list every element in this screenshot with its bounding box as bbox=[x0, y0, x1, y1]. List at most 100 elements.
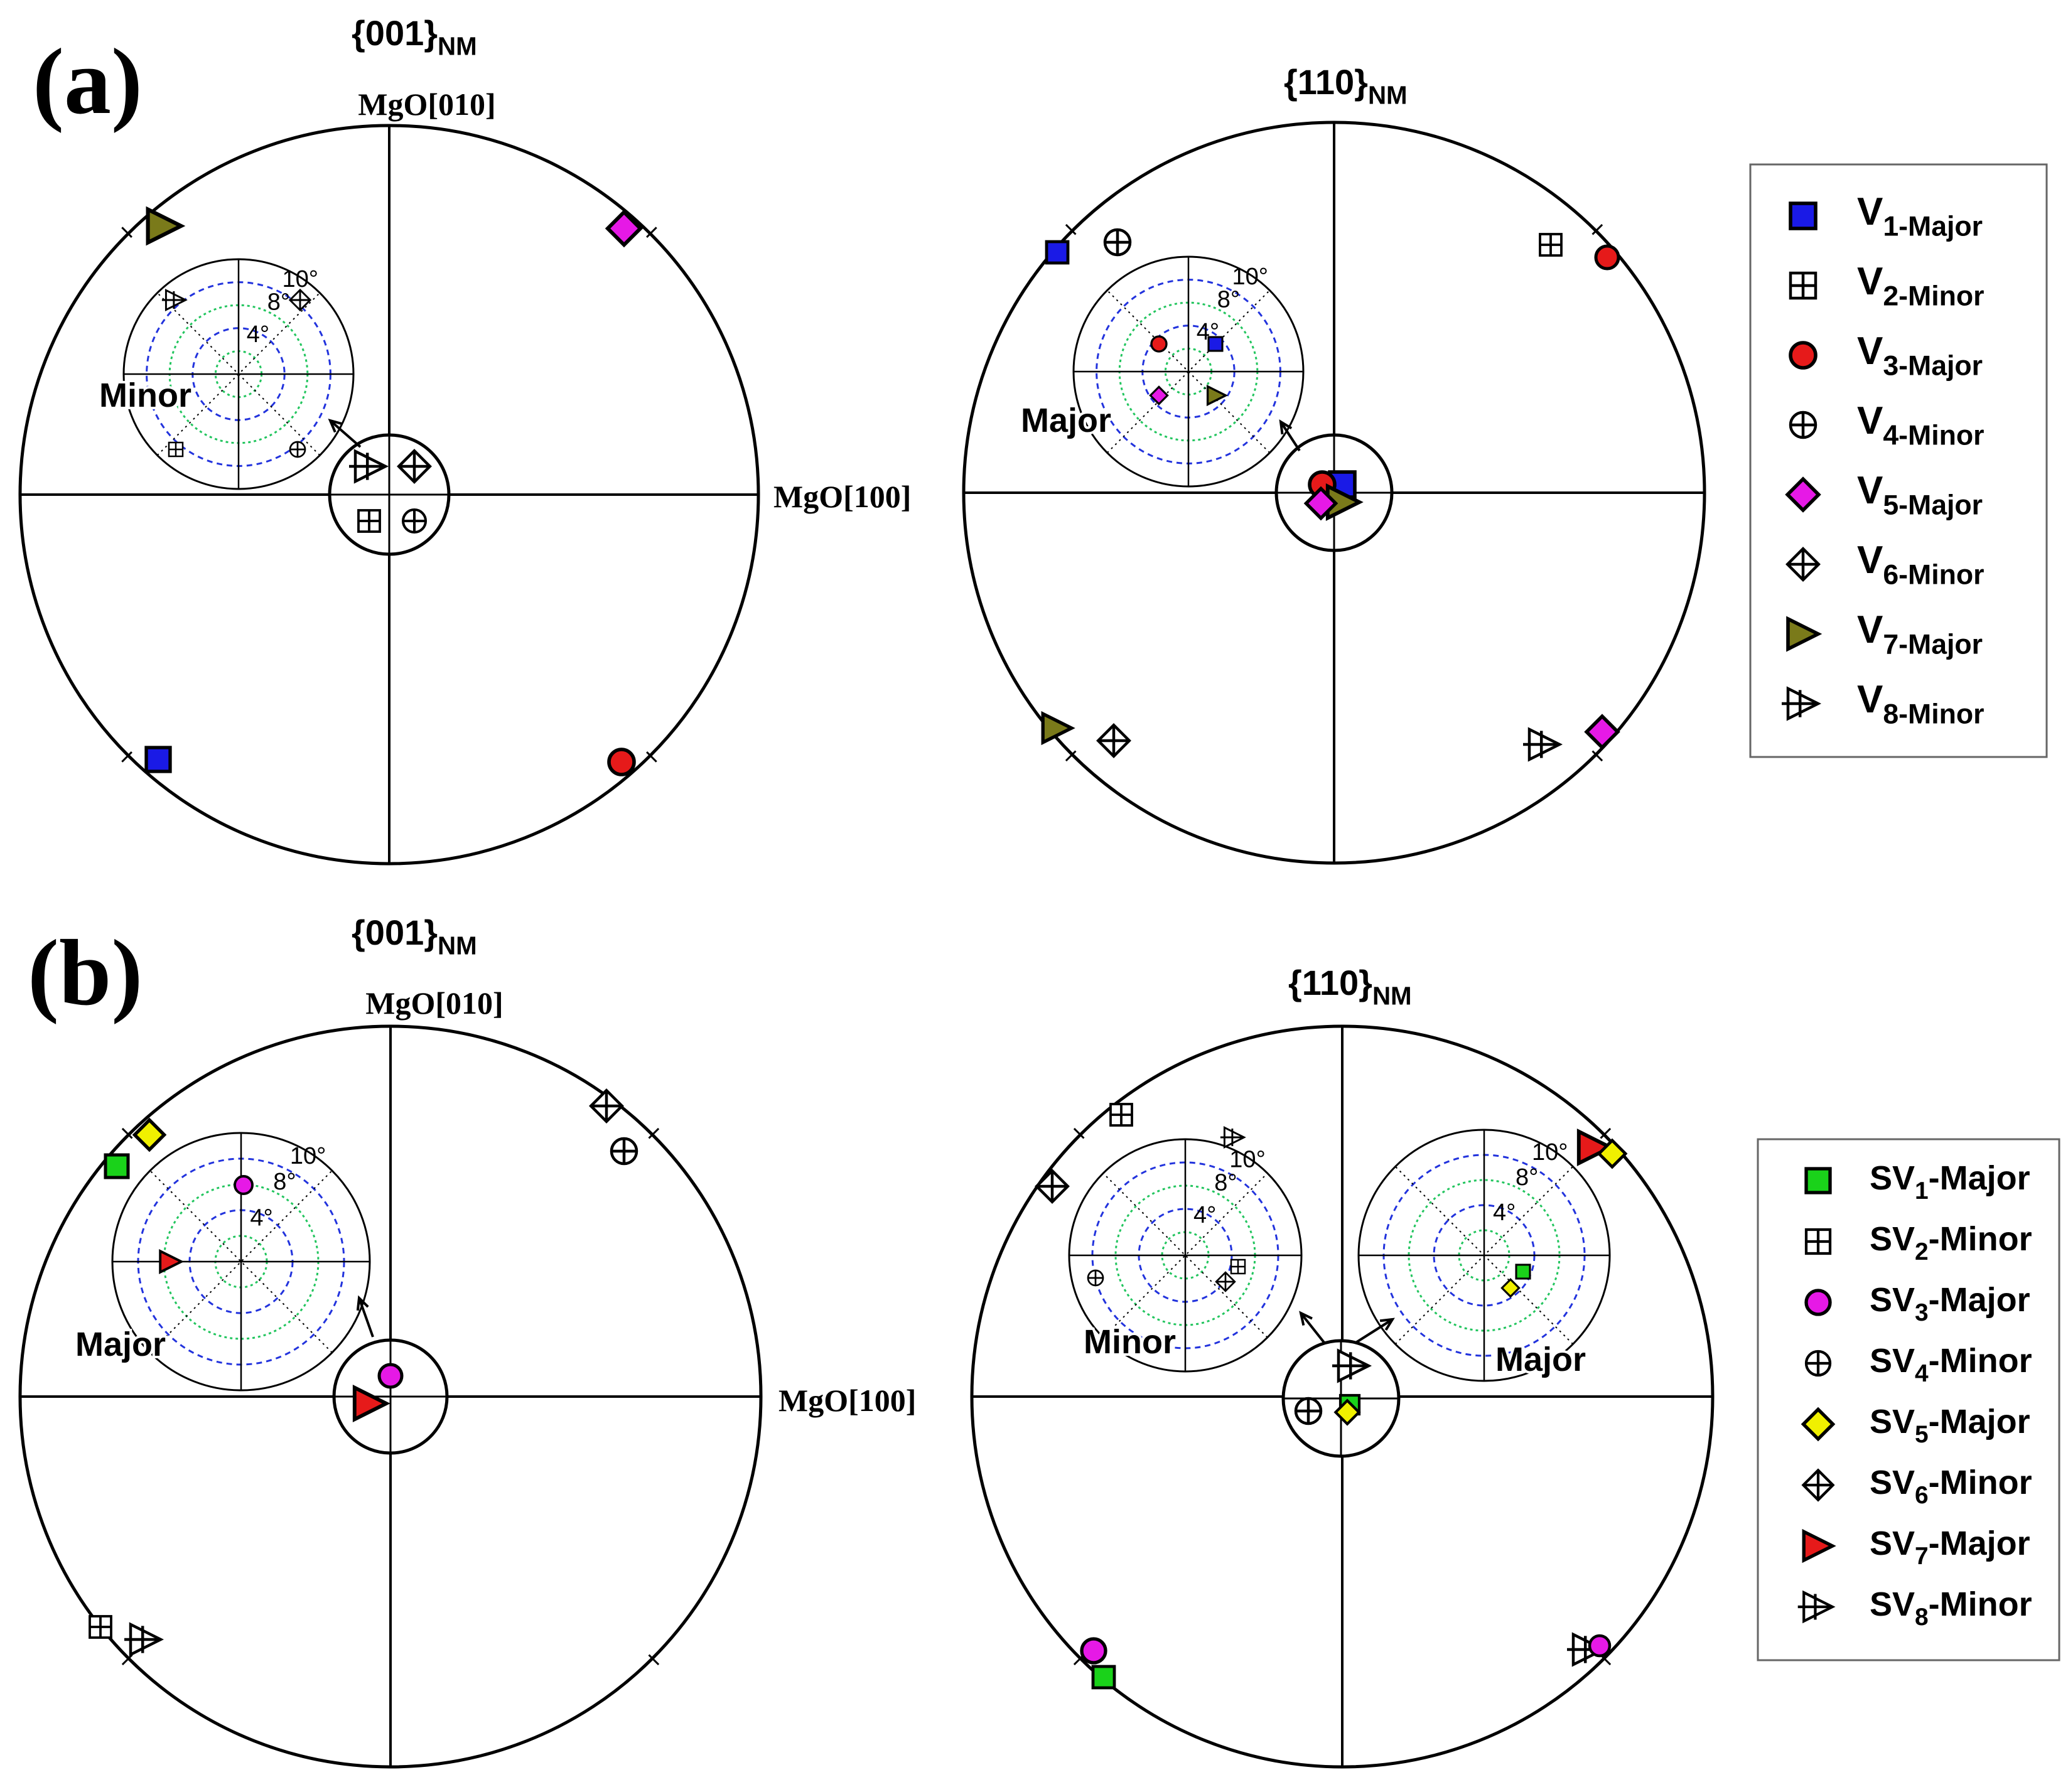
inset-arrow-minor bbox=[1299, 1311, 1326, 1344]
legend-b-marker-1 bbox=[1804, 1167, 1832, 1194]
legend-a-entry-5-main: V bbox=[1857, 469, 1883, 512]
marker-triangle bbox=[159, 1249, 185, 1274]
panel-a-110-inset bbox=[1072, 255, 1305, 488]
legend-b-entry-5-sub: 5 bbox=[1915, 1421, 1929, 1448]
marker-circle bbox=[607, 748, 636, 776]
legend-a-entry-4-sub: 4-Minor bbox=[1883, 420, 1984, 451]
inset-label: Major bbox=[75, 1326, 166, 1363]
legend-b-marker-8 bbox=[1797, 1590, 1836, 1624]
inset-tick-4: 4° bbox=[250, 1205, 272, 1231]
legend-b-entry-8-sub: 8 bbox=[1915, 1604, 1929, 1631]
rim-tick bbox=[648, 1127, 660, 1139]
inset-v4-marker bbox=[289, 441, 306, 458]
legend-b-entry-7-main: SV bbox=[1870, 1525, 1915, 1562]
inset-arrow bbox=[356, 1295, 374, 1338]
marker-square bbox=[1515, 1264, 1531, 1280]
marker-square bbox=[1789, 201, 1818, 230]
inset-diagonal bbox=[1394, 1166, 1574, 1345]
panel-a-110-title: {110}NM bbox=[1284, 62, 1408, 110]
legend-a-entry-8-sub: 8-Minor bbox=[1883, 699, 1984, 729]
legend-b-entry-2: SV2-Minor bbox=[1870, 1220, 2032, 1265]
marker-circle bbox=[234, 1175, 254, 1195]
sv1-marker bbox=[1091, 1665, 1116, 1690]
arrow-head bbox=[1379, 1317, 1395, 1331]
marker-plus bbox=[1088, 1270, 1103, 1285]
inset-label: Minor bbox=[1084, 1323, 1176, 1361]
marker-circle bbox=[1150, 335, 1168, 353]
v4-marker bbox=[1103, 228, 1132, 257]
v5-center bbox=[1303, 486, 1338, 521]
marker-square bbox=[1804, 1167, 1832, 1194]
panel-b-001-top-label: MgO[010] bbox=[365, 985, 503, 1021]
marker-plus bbox=[1806, 1230, 1830, 1253]
rim-tick bbox=[1591, 223, 1603, 235]
legend-b-entry-6: SV6-Minor bbox=[1870, 1464, 2032, 1509]
marker-triangle bbox=[1576, 1129, 1615, 1166]
marker-diamond bbox=[1785, 476, 1821, 513]
sv6-marker bbox=[1035, 1169, 1070, 1204]
sv2-marker bbox=[1109, 1103, 1133, 1127]
marker-triangle bbox=[1786, 616, 1823, 652]
inset-v8-marker bbox=[161, 289, 188, 311]
marker-plus bbox=[1296, 1398, 1321, 1424]
marker-diamond bbox=[1500, 1278, 1521, 1298]
rim-tick bbox=[1600, 1127, 1612, 1139]
legend-b-entry-4: SV4-Minor bbox=[1870, 1342, 2032, 1387]
sv3-marker-2 bbox=[1588, 1634, 1612, 1658]
legend-a-entry-1: V1-Major bbox=[1857, 190, 1983, 242]
legend-b-entry-7: SV7-Major bbox=[1870, 1525, 2030, 1570]
legend-b-marker-4 bbox=[1804, 1349, 1832, 1377]
inset-v5-marker bbox=[1149, 385, 1169, 405]
legend-a-box bbox=[1749, 163, 2048, 758]
inset-tick-8: 8° bbox=[1516, 1164, 1538, 1191]
legend-a-entry-6-sub: 6-Minor bbox=[1883, 559, 1984, 590]
legend-a-entry-6-main: V bbox=[1857, 539, 1883, 582]
v6-marker bbox=[397, 449, 432, 484]
panel-b-001-title: {001}NM bbox=[352, 913, 477, 960]
inset-arrow bbox=[328, 418, 362, 448]
marker-diamond bbox=[605, 209, 644, 248]
marker-plus bbox=[290, 442, 305, 457]
legend-b-entry-5-main: SV bbox=[1870, 1403, 1915, 1441]
panel-a-001-inset bbox=[122, 258, 355, 490]
panel-a-001-top-label: MgO[010] bbox=[358, 87, 495, 122]
v6-marker bbox=[1096, 723, 1131, 758]
marker-plus bbox=[1782, 690, 1818, 717]
marker-triangle bbox=[146, 206, 186, 246]
panel-a-110-title-sub: NM bbox=[1368, 81, 1408, 110]
legend-a-entry-7-main: V bbox=[1857, 608, 1883, 652]
v4-marker bbox=[401, 508, 428, 534]
panel-b-001-inset bbox=[111, 1132, 371, 1392]
rim-tick bbox=[1065, 223, 1077, 235]
inset-label: Major bbox=[1021, 402, 1111, 439]
inset-sv3-marker bbox=[234, 1175, 254, 1195]
marker-plus bbox=[90, 1616, 111, 1638]
marker-circle bbox=[1789, 341, 1818, 370]
legend-a-entry-3-sub: 3-Major bbox=[1883, 350, 1983, 381]
legend-a-entry-7-sub: 7-Major bbox=[1883, 629, 1983, 660]
inset-diagonal bbox=[1106, 289, 1271, 454]
inset-v7-marker bbox=[1206, 384, 1229, 407]
legend-a-entry-7: V7-Major bbox=[1857, 608, 1983, 660]
legend-b-marker-7 bbox=[1802, 1528, 1836, 1564]
sv6-marker bbox=[589, 1088, 624, 1124]
legend-b-entry-3-sub: 3 bbox=[1915, 1299, 1929, 1326]
legend-b-entry-2-suffix: -Minor bbox=[1929, 1220, 2032, 1258]
marker-plus bbox=[1231, 1260, 1245, 1274]
marker-plus bbox=[403, 510, 426, 532]
legend-b-entry-7-sub: 7 bbox=[1915, 1543, 1929, 1570]
legend-b-entry-8: SV8-Minor bbox=[1870, 1585, 2032, 1631]
inset-tick-8: 8° bbox=[1214, 1169, 1237, 1196]
legend-b-entry-8-main: SV bbox=[1870, 1585, 1915, 1623]
marker-plus bbox=[1791, 273, 1816, 298]
marker-plus bbox=[1216, 1272, 1235, 1291]
legend-a-entry-4: V4-Minor bbox=[1857, 399, 1985, 451]
arrow-shaft bbox=[358, 1297, 374, 1338]
legend-a-entry-2: V2-Minor bbox=[1857, 260, 1985, 311]
legend-a-marker-5 bbox=[1785, 476, 1821, 513]
marker-plus bbox=[1037, 1171, 1068, 1202]
arrow-shaft bbox=[1300, 1312, 1326, 1344]
marker-diamond bbox=[1801, 1407, 1836, 1442]
legend-b-entry-1: SV1-Major bbox=[1870, 1159, 2030, 1205]
rim-tick bbox=[648, 1654, 660, 1666]
